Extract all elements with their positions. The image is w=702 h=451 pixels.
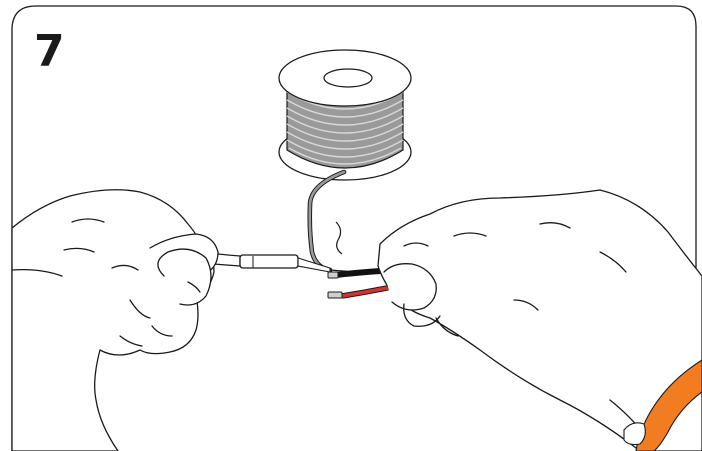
spool-wire-tail [335,221,343,255]
step-number: 7 [34,26,65,77]
orange-tool [623,359,702,451]
wire-spool [278,49,412,181]
spool-wire [307,169,357,273]
right-hand [377,189,702,451]
left-hand [11,189,219,451]
panel-border [11,5,697,451]
